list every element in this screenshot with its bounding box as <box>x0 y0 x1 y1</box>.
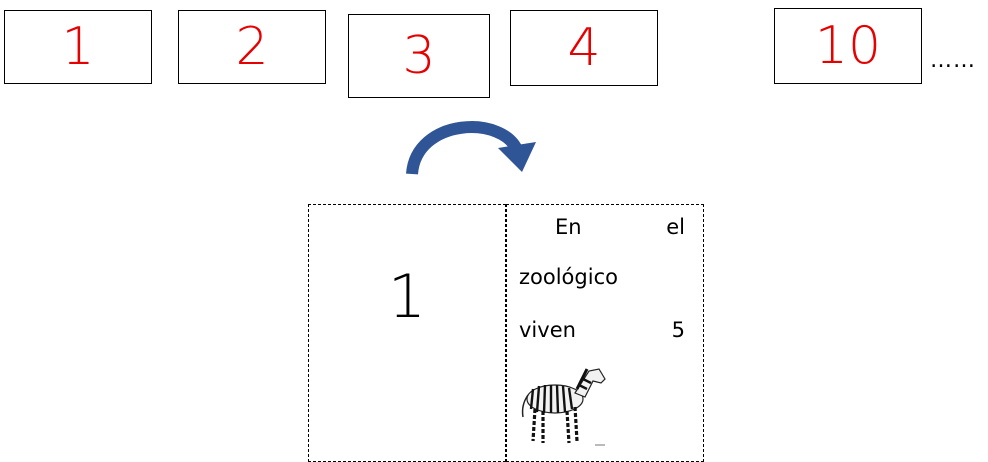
number-box-10: 10 <box>774 8 922 84</box>
ellipsis-text: …… <box>930 48 976 73</box>
number-box-2: 2 <box>178 10 326 84</box>
card-text-line-2: zoológico <box>519 265 685 289</box>
number-box-3: 3 <box>348 14 490 98</box>
card-number: 1 <box>387 262 427 332</box>
curved-arrow-icon <box>406 121 536 175</box>
number-box-label: 1 <box>61 17 95 77</box>
zebra-icon <box>521 368 606 446</box>
number-box-1: 1 <box>4 10 152 84</box>
card-word: viven <box>519 318 576 342</box>
card-word: En <box>555 215 582 239</box>
card-number-panel: 1 <box>308 204 506 462</box>
number-box-label: 2 <box>235 17 269 77</box>
card-word: el <box>666 215 685 239</box>
card-word: zoológico <box>519 265 618 289</box>
card-word: 5 <box>671 318 685 342</box>
number-box-label: 4 <box>567 18 601 78</box>
number-box-label: 3 <box>402 26 436 86</box>
card-text-line-3: viven 5 <box>519 318 685 342</box>
card-text-panel: En el zoológico viven 5 <box>506 204 704 462</box>
number-box-label: 10 <box>814 16 882 76</box>
number-box-4: 4 <box>510 10 658 86</box>
card-text-line-1: En el <box>519 215 685 239</box>
